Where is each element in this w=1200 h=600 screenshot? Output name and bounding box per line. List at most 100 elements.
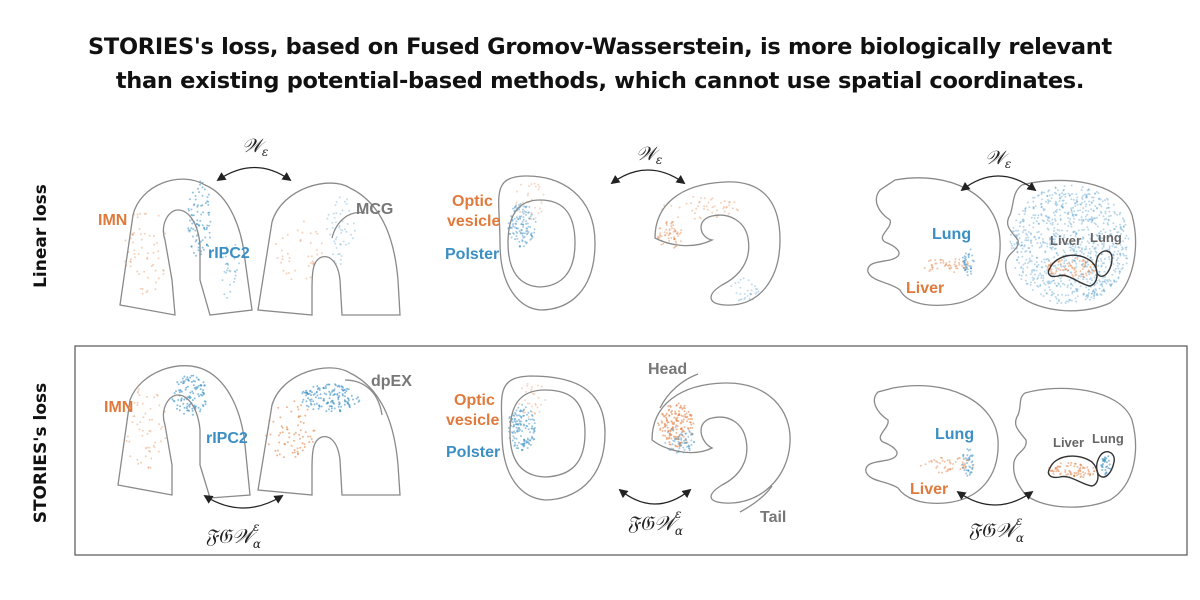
- cell-dot: [1017, 256, 1020, 259]
- cell-dot: [965, 263, 968, 266]
- cell-dot: [1051, 272, 1054, 275]
- cell-dot: [1095, 190, 1098, 193]
- cell-dot: [1117, 250, 1120, 253]
- cell-dot: [1067, 473, 1069, 476]
- cell-dot: [665, 424, 668, 427]
- cell-dot: [1018, 237, 1021, 240]
- cell-dot: [1122, 225, 1125, 228]
- label-liver-organ: Liver: [1053, 435, 1084, 450]
- cell-dot: [671, 413, 673, 415]
- cell-dot: [937, 471, 940, 474]
- cell-dot: [1086, 255, 1089, 257]
- cell-dot: [1063, 283, 1066, 286]
- cell-dot: [1046, 227, 1049, 230]
- cell-dot: [1054, 266, 1057, 269]
- cell-dot: [1060, 275, 1063, 278]
- cell-dot: [226, 262, 229, 265]
- cell-dot: [723, 206, 725, 208]
- cell-dot: [1070, 184, 1073, 187]
- cell-dot: [1034, 281, 1036, 284]
- cell-dot: [346, 387, 349, 390]
- cell-dot: [969, 455, 972, 458]
- cell-dot: [1091, 269, 1094, 272]
- cell-dot: [341, 229, 344, 232]
- cell-dot: [1040, 213, 1043, 216]
- cell-dot: [1055, 204, 1058, 207]
- cell-dot: [1091, 219, 1093, 222]
- cell-dot: [1080, 247, 1083, 250]
- cell-dot: [540, 201, 543, 204]
- cell-dot: [1094, 250, 1097, 253]
- cell-dot: [965, 472, 968, 475]
- cell-dot: [1074, 260, 1076, 263]
- cell-dot: [1085, 294, 1088, 297]
- cell-dot: [1096, 216, 1098, 219]
- cell-dot: [930, 264, 933, 267]
- lung-source-outline: [865, 384, 999, 504]
- cell-dot: [1062, 193, 1065, 196]
- cell-dot: [1054, 203, 1057, 205]
- cell-dot: [680, 431, 683, 434]
- cell-dot: [1090, 217, 1093, 220]
- cell-dot: [1066, 465, 1069, 468]
- cell-dot: [1102, 280, 1105, 283]
- cell-dot: [287, 272, 290, 274]
- cell-dot: [132, 231, 135, 234]
- cell-dot: [958, 263, 961, 266]
- cell-dot: [1102, 245, 1105, 248]
- cell-dot: [1105, 217, 1108, 220]
- cell-dot: [1049, 469, 1052, 472]
- cell-dot: [1076, 200, 1079, 203]
- cell-dot: [1087, 270, 1090, 273]
- cell-dot: [533, 231, 536, 234]
- cell-dot: [928, 270, 931, 273]
- cell-dot: [1103, 257, 1106, 260]
- cell-dot: [1039, 272, 1042, 275]
- cell-dot: [1055, 232, 1057, 235]
- cell-dot: [657, 424, 660, 427]
- cell-dot: [512, 435, 515, 438]
- cell-dot: [137, 462, 140, 465]
- cell-dot: [186, 376, 189, 379]
- cell-dot: [208, 231, 211, 234]
- cell-dot: [223, 270, 226, 273]
- cell-dot: [964, 457, 967, 460]
- cell-dot: [1103, 270, 1106, 273]
- cell-dot: [338, 384, 340, 387]
- cell-dot: [1085, 295, 1088, 298]
- cell-dot: [1102, 288, 1105, 291]
- cell-dot: [319, 393, 322, 396]
- cell-dot: [1083, 200, 1086, 203]
- cell-dot: [754, 292, 757, 295]
- cell-dot: [1086, 189, 1089, 192]
- cell-dot: [1057, 263, 1060, 266]
- cell-dot: [539, 207, 542, 210]
- cell-dot: [310, 398, 313, 401]
- cell-dot: [530, 213, 533, 216]
- cell-dot: [1089, 265, 1092, 268]
- cell-dot: [707, 201, 710, 204]
- brain-panel-linear: [119, 178, 401, 316]
- cell-dot: [1073, 267, 1076, 270]
- cell-dot: [304, 431, 307, 434]
- cell-dot: [176, 381, 179, 384]
- cell-dot: [297, 453, 299, 456]
- cell-dot: [527, 418, 530, 421]
- cell-dot: [1025, 258, 1028, 261]
- cell-dot: [190, 381, 193, 383]
- cell-dot: [1067, 269, 1070, 272]
- cell-dot: [949, 468, 952, 471]
- cell-dot: [681, 434, 684, 437]
- cell-dot: [1058, 197, 1061, 200]
- cell-dot: [1063, 257, 1066, 260]
- cell-dot: [681, 441, 684, 444]
- cell-dot: [524, 205, 527, 208]
- cell-dot: [665, 220, 668, 223]
- cell-dot: [1112, 257, 1115, 259]
- cell-dot: [1066, 286, 1069, 289]
- cell-dot: [515, 409, 518, 412]
- cell-dot: [158, 423, 161, 426]
- cell-dot: [659, 227, 662, 230]
- cell-dot: [288, 257, 291, 259]
- cell-dot: [1098, 239, 1101, 241]
